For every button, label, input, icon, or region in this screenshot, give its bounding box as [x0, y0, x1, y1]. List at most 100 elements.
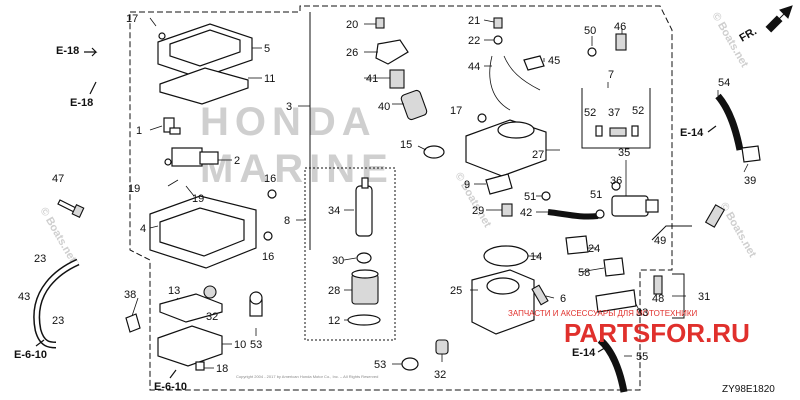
part-6-sensor — [531, 284, 549, 306]
callout-28[interactable]: 28 — [328, 285, 340, 297]
callout-13[interactable]: 13 — [168, 285, 180, 297]
callout-6[interactable]: 6 — [560, 293, 566, 305]
part-51-clamp-a — [541, 191, 551, 201]
callout-23a[interactable]: 23 — [34, 253, 46, 265]
callout-10[interactable]: 10 — [234, 339, 246, 351]
callout-18[interactable]: 18 — [216, 363, 228, 375]
part-53-plug-b — [401, 357, 419, 371]
callout-16a[interactable]: 16 — [264, 173, 276, 185]
part-32-grommet-b — [435, 339, 449, 355]
part-26-plate — [375, 39, 409, 65]
part-46-bolt — [615, 33, 627, 51]
ref-e18-upper[interactable]: E-18 — [56, 45, 79, 57]
callout-50[interactable]: 50 — [584, 25, 596, 37]
part-48-bolt — [653, 275, 663, 295]
part-41-spring — [389, 69, 405, 89]
bracket-49 — [651, 225, 692, 241]
part-39-clip — [741, 145, 761, 163]
part-45-clip — [523, 55, 545, 71]
callout-5[interactable]: 5 — [264, 43, 270, 55]
callout-32a[interactable]: 32 — [206, 311, 218, 323]
callout-33[interactable]: 33 — [636, 307, 648, 319]
callout-51a[interactable]: 51 — [524, 191, 536, 203]
callout-48[interactable]: 48 — [652, 293, 664, 305]
callout-9[interactable]: 9 — [464, 179, 470, 191]
callout-22[interactable]: 22 — [468, 35, 480, 47]
callout-53b[interactable]: 53 — [374, 359, 386, 371]
callout-43[interactable]: 43 — [18, 291, 30, 303]
callout-54[interactable]: 54 — [718, 77, 730, 89]
callout-19a[interactable]: 19 — [128, 183, 140, 195]
callout-46[interactable]: 46 — [614, 21, 626, 33]
callout-17a[interactable]: 17 — [126, 13, 138, 25]
callout-49[interactable]: 49 — [654, 235, 666, 247]
callout-16b[interactable]: 16 — [262, 251, 274, 263]
callout-17b[interactable]: 17 — [450, 105, 462, 117]
callout-27[interactable]: 27 — [532, 149, 544, 161]
part-22-washer — [493, 35, 503, 45]
callout-29[interactable]: 29 — [472, 205, 484, 217]
callout-34[interactable]: 34 — [328, 205, 340, 217]
callout-52a[interactable]: 52 — [584, 107, 596, 119]
ref-e14-right[interactable]: E-14 — [680, 127, 704, 139]
callout-47[interactable]: 47 — [52, 173, 64, 185]
callout-39[interactable]: 39 — [744, 175, 756, 187]
callout-21[interactable]: 21 — [468, 15, 480, 27]
watermark-shop-main: PARTSFOR.RU — [564, 318, 750, 348]
callout-11[interactable]: 11 — [264, 73, 275, 85]
callout-51b[interactable]: 51 — [590, 189, 602, 201]
callout-40[interactable]: 40 — [378, 101, 390, 113]
watermark-shop-sub: ЗАПЧАСТИ И АКСЕССУАРЫ ДЛЯ МОТОТЕХНИКИ — [508, 309, 698, 318]
callout-23b[interactable]: 23 — [52, 315, 64, 327]
part-58-bracket — [603, 257, 625, 277]
callout-24[interactable]: 24 — [588, 243, 600, 255]
callout-14[interactable]: 14 — [530, 251, 542, 263]
callout-32b[interactable]: 32 — [434, 369, 446, 381]
callout-38[interactable]: 38 — [124, 289, 136, 301]
part-21-screw — [493, 17, 503, 29]
part-52-oring-a — [595, 125, 603, 137]
part-51-clamp-b — [595, 209, 605, 219]
callout-19b[interactable]: 19 — [192, 193, 204, 205]
callout-52b[interactable]: 52 — [632, 105, 644, 117]
ref-e610-left[interactable]: E-6-10 — [14, 349, 47, 361]
ref-e610-bottom[interactable]: E-6-10 — [154, 381, 187, 393]
callout-53a[interactable]: 53 — [250, 339, 262, 351]
part-4-body — [149, 195, 257, 269]
callout-8[interactable]: 8 — [284, 215, 290, 227]
callout-15[interactable]: 15 — [400, 139, 412, 151]
callout-45[interactable]: 45 — [548, 55, 560, 67]
callout-37[interactable]: 37 — [608, 107, 620, 119]
callout-55[interactable]: 55 — [636, 351, 648, 363]
callout-3[interactable]: 3 — [286, 101, 292, 113]
callout-35[interactable]: 35 — [618, 147, 630, 159]
callout-31[interactable]: 31 — [698, 291, 710, 303]
callout-1[interactable]: 1 — [136, 125, 142, 137]
part-43-hose-inner — [34, 260, 79, 347]
part-20-screw — [375, 17, 385, 29]
callout-42[interactable]: 42 — [520, 207, 532, 219]
callout-41[interactable]: 41 — [366, 73, 378, 85]
callout-26[interactable]: 26 — [346, 47, 358, 59]
callout-2[interactable]: 2 — [234, 155, 240, 167]
callout-30[interactable]: 30 — [332, 255, 344, 267]
leader-lines — [131, 17, 749, 369]
callout-25[interactable]: 25 — [450, 285, 462, 297]
part-34-fuel-pump — [355, 177, 373, 237]
part-40-filter — [400, 89, 428, 121]
callout-7[interactable]: 7 — [608, 69, 614, 81]
callout-58[interactable]: 58 — [578, 267, 590, 279]
ref-e14-bottom[interactable]: E-14 — [572, 347, 596, 359]
watermark-honda-marine: HONDA MARINE — [200, 100, 388, 191]
callout-4[interactable]: 4 — [140, 223, 146, 235]
part-16-grommet-a — [267, 189, 277, 199]
part-16-grommet-b — [263, 231, 273, 241]
part-42-hose — [547, 209, 599, 220]
part-10-chamber — [157, 325, 223, 371]
callout-44[interactable]: 44 — [468, 61, 480, 73]
callout-12[interactable]: 12 — [328, 315, 340, 327]
callout-20[interactable]: 20 — [346, 19, 358, 31]
ref-e18-lower[interactable]: E-18 — [70, 97, 93, 109]
callout-36[interactable]: 36 — [610, 175, 622, 187]
